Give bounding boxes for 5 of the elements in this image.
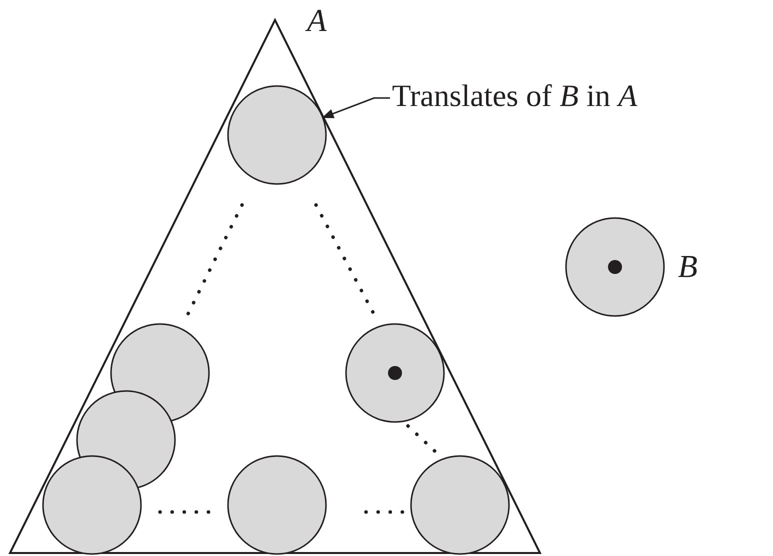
- disk: [227, 85, 327, 185]
- set-label: B: [678, 250, 698, 282]
- set-label: A: [307, 4, 327, 36]
- callout-text: Translates of B in A: [392, 78, 638, 114]
- leader-line: [322, 97, 390, 118]
